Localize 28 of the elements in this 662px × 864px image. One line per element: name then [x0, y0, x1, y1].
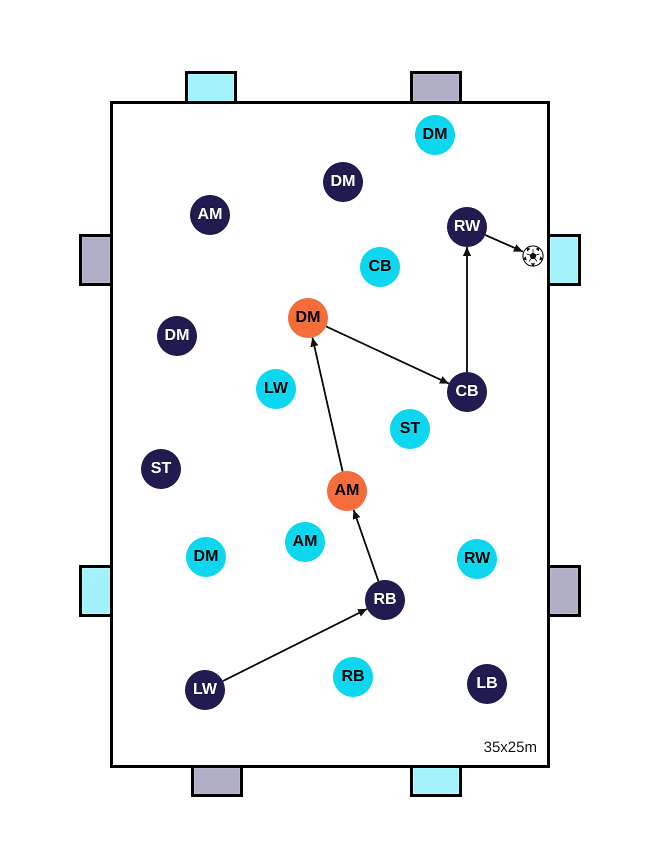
player-token: AM [190, 195, 230, 235]
player-token: AM [327, 471, 367, 511]
pass-arrow [352, 510, 380, 582]
player-token: CB [447, 372, 487, 412]
player-token: DM [288, 298, 328, 338]
pass-arrow [222, 608, 368, 682]
player-token: LW [256, 369, 296, 409]
player-token: DM [415, 115, 455, 155]
pass-arrow [462, 247, 472, 372]
player-token: DM [157, 316, 197, 356]
player-token: ST [390, 409, 430, 449]
pitch-size-label: 35x25m [484, 739, 537, 757]
player-token: RW [447, 207, 487, 247]
pass-arrow [484, 234, 524, 252]
player-token: RB [365, 580, 405, 620]
football-icon [522, 245, 544, 267]
player-token: LW [185, 670, 225, 710]
player-token: DM [186, 537, 226, 577]
player-token: LB [467, 664, 507, 704]
pass-arrow [310, 337, 344, 472]
player-token: ST [141, 449, 181, 489]
player-token: AM [285, 522, 325, 562]
player-token: RW [457, 539, 497, 579]
pass-arrow [326, 326, 450, 384]
player-token: RB [333, 657, 373, 697]
pitch [110, 101, 550, 768]
player-token: CB [360, 247, 400, 287]
player-token: DM [323, 162, 363, 202]
